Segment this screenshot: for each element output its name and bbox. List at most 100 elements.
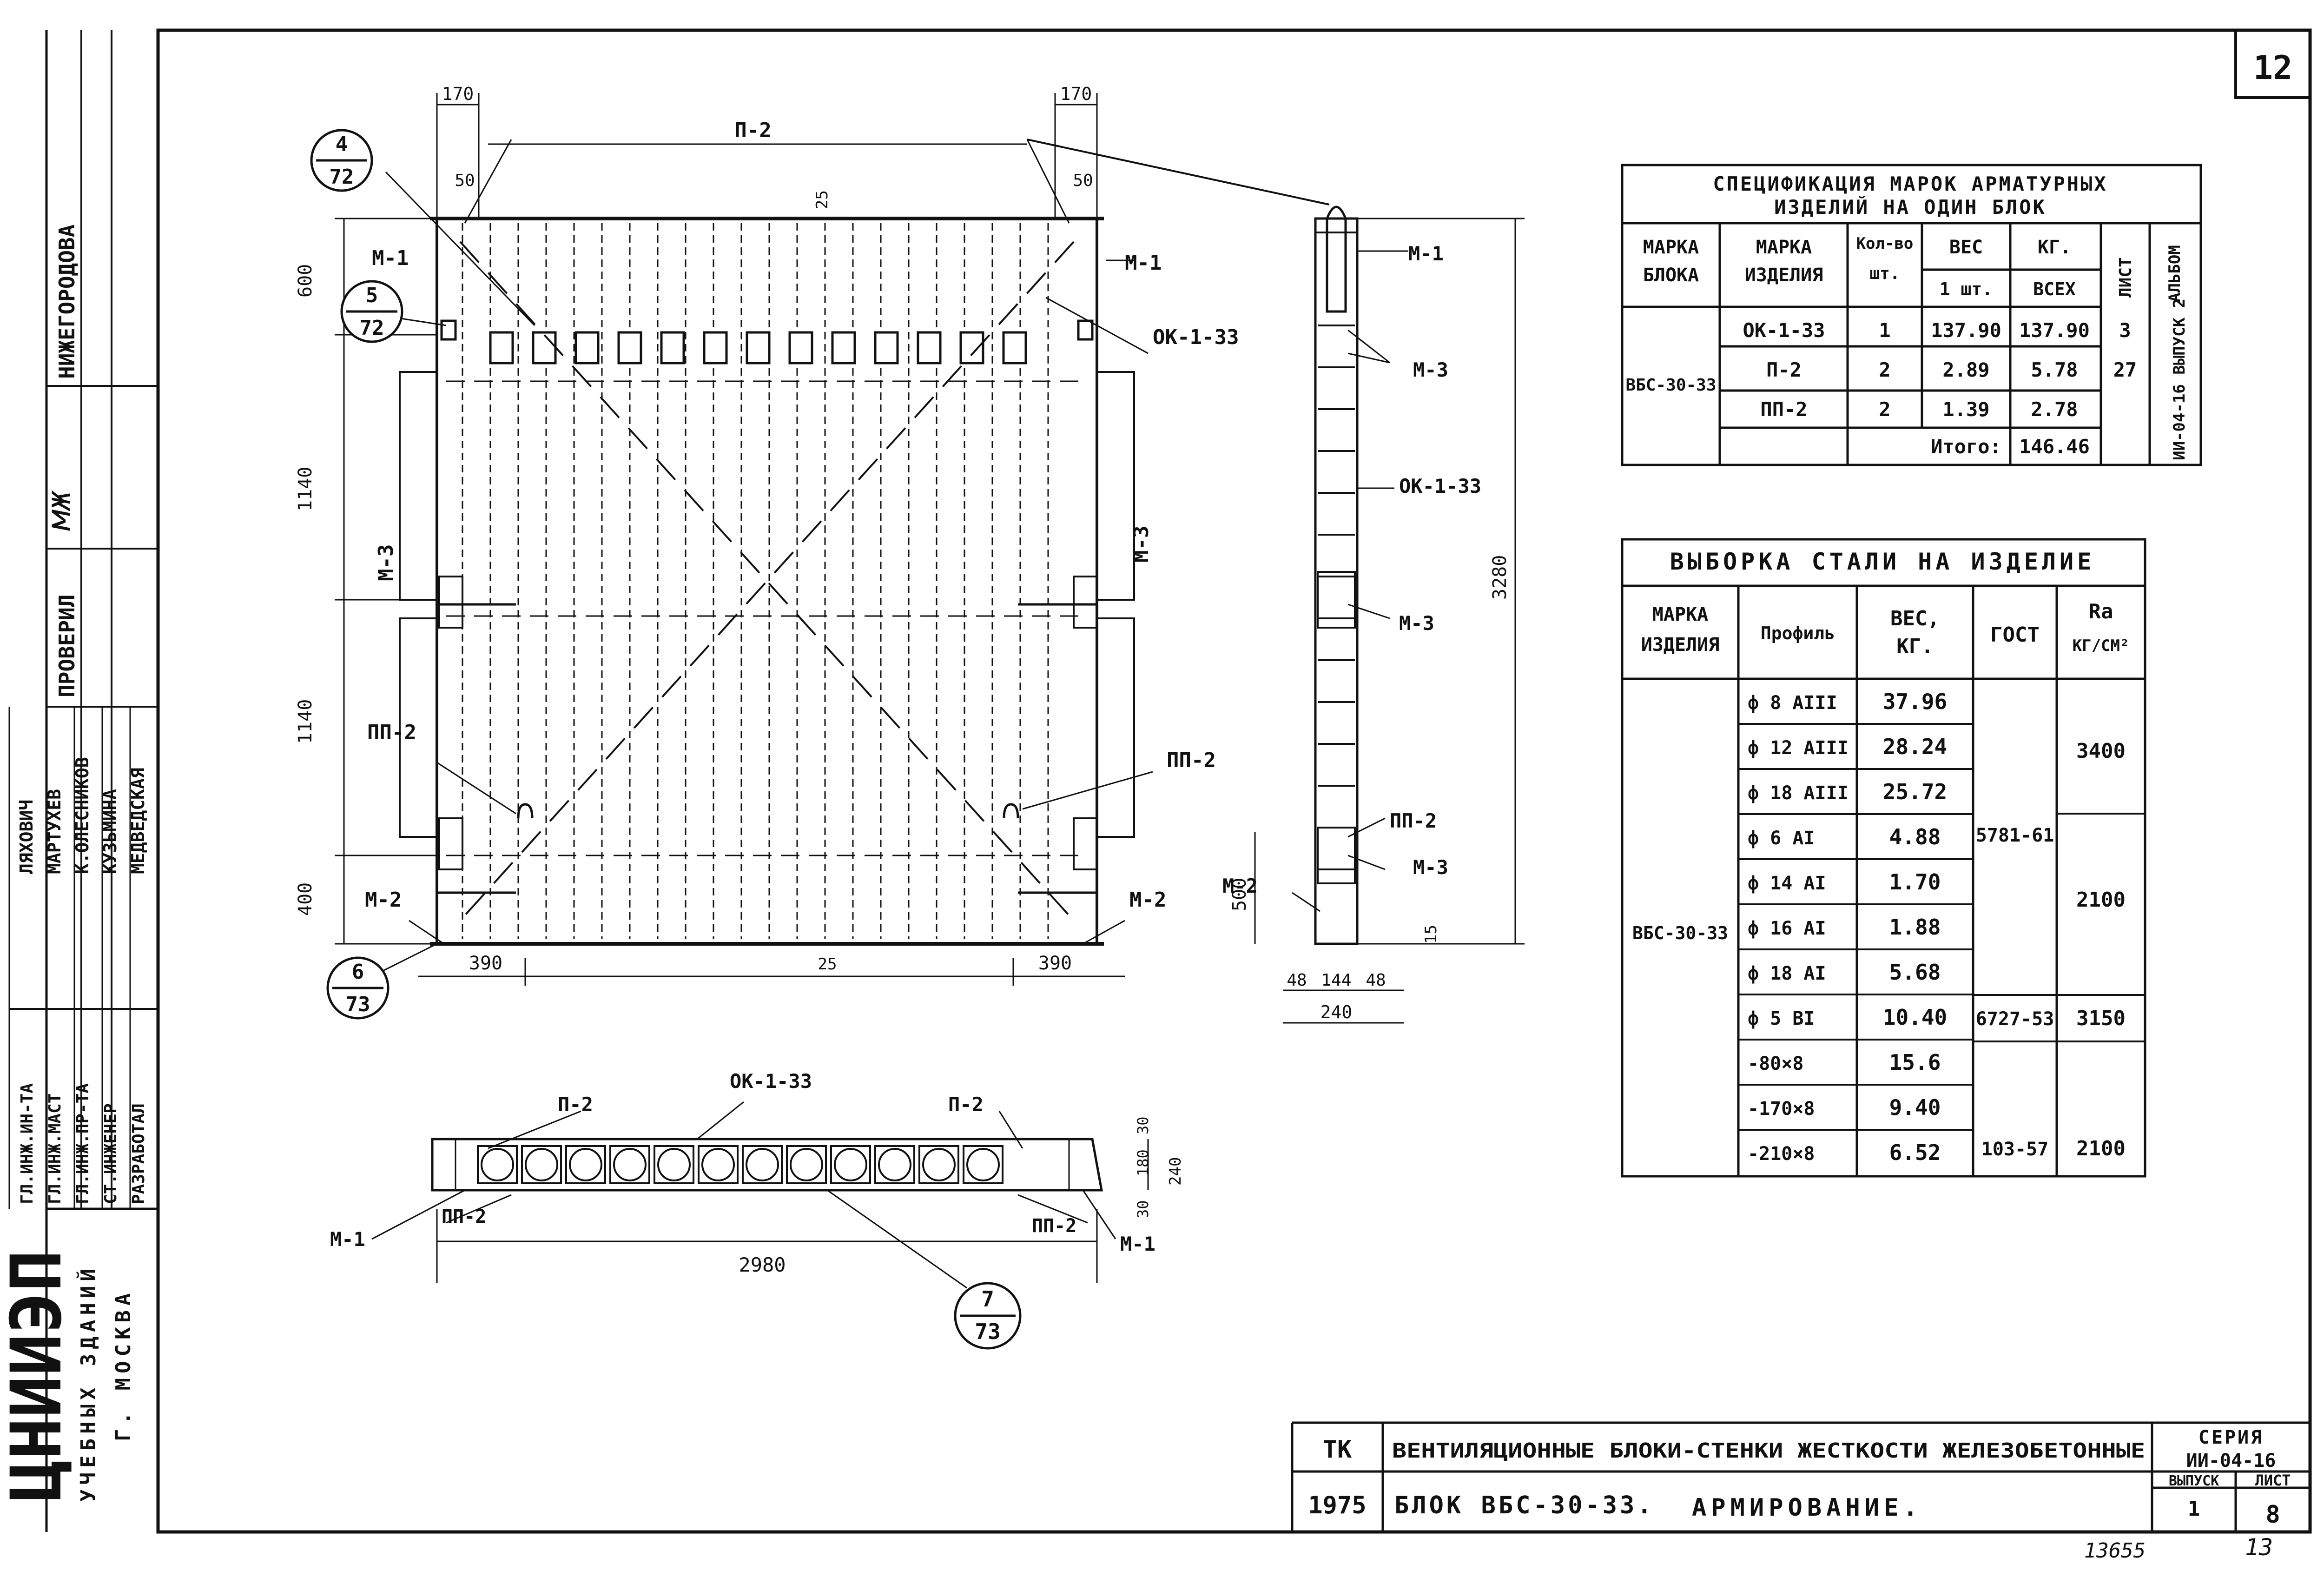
opening — [660, 331, 685, 365]
steel-gost-1: 5781-61 — [1976, 825, 2054, 846]
side-labels: М-1 М-3 ОК-1-33 М-3 ПП-2 М-3 М-2 3280 15… — [1222, 242, 1511, 1022]
callouts — [310, 129, 1022, 1350]
title-tk: ТК — [1323, 1436, 1352, 1464]
plan-duct-circle — [613, 1148, 647, 1181]
spec-cell-one: 1.39 — [1942, 398, 1989, 421]
dim-1140-b: 1140 — [295, 699, 316, 744]
dim-25-top: 25 — [813, 190, 832, 209]
plan-duct-box — [477, 1145, 518, 1184]
label-m3-right: М-3 — [1129, 526, 1153, 563]
plan-duct-box — [963, 1145, 1004, 1184]
issue-value: 1 — [2188, 1497, 2200, 1521]
steel-profile: ф 6 АI — [1748, 828, 1815, 849]
svg-text:ВЕС,: ВЕС, — [1890, 607, 1940, 630]
steel-weight: 28.24 — [1883, 734, 1947, 759]
side-dim-48-left: 48 — [1287, 971, 1307, 990]
plan-duct-circle — [525, 1148, 558, 1181]
steel-gost-3: 103-57 — [1981, 1139, 2049, 1160]
checker-name: НИЖЕГОРОДОВА — [54, 225, 79, 379]
plan-dim-180: 180 — [1134, 1149, 1152, 1176]
steel-gost-2: 6727-53 — [1976, 1008, 2054, 1030]
spec-cell-qty: 1 — [1879, 319, 1890, 342]
plan-label-pp2-right: ПП-2 — [1032, 1215, 1076, 1237]
plan-label-m1-left: М-1 — [330, 1228, 365, 1251]
plan-duct-box — [609, 1145, 650, 1184]
steel-profile: -80×8 — [1748, 1053, 1803, 1074]
signature-name: КУЗЬМИНА — [100, 789, 120, 874]
embed-m1-right — [1077, 319, 1094, 341]
page-number: 12 — [2253, 49, 2292, 87]
opening — [489, 331, 514, 365]
checker-signature: мж — [40, 490, 78, 531]
sheet-value: 8 — [2265, 1501, 2280, 1529]
plan-duct-box — [786, 1145, 827, 1184]
plan-dim-30-bottom: 30 — [1134, 1200, 1152, 1218]
svg-text:БЛОКА: БЛОКА — [1643, 265, 1699, 286]
plan-label-ok: ОК-1-33 — [730, 1070, 812, 1093]
plan-duct-circle — [966, 1148, 1000, 1181]
plan-duct-circle — [657, 1148, 691, 1181]
steel-profile: -170×8 — [1748, 1098, 1815, 1120]
opening — [1002, 331, 1027, 365]
opening — [746, 331, 771, 365]
svg-text:МАРКА: МАРКА — [1643, 237, 1699, 258]
callout-b-bottom: 72 — [360, 316, 384, 340]
plan-duct-box — [874, 1145, 915, 1184]
spec-cell-one: 137.90 — [1931, 319, 2001, 342]
spec-title-2: ИЗДЕЛИЙ НА ОДИН БЛОК — [1774, 195, 2047, 219]
steel-weight: 6.52 — [1889, 1140, 1941, 1165]
spec-total-label: Итого: — [1931, 435, 2001, 458]
dim-390-right: 390 — [1038, 953, 1072, 974]
dim-170-left: 170 — [442, 84, 474, 104]
plan-duct-box — [742, 1145, 783, 1184]
org-line1: УЧЕБНЫХ ЗДАНИЙ — [76, 1264, 100, 1502]
label-ok: ОК-1-33 — [1153, 325, 1239, 349]
svg-text:КГ.: КГ. — [1896, 635, 1933, 658]
opening — [532, 331, 557, 365]
svg-text:Профиль: Профиль — [1761, 623, 1835, 643]
svg-text:КГ.: КГ. — [2038, 237, 2071, 258]
spec-cell-all: 2.78 — [2031, 398, 2078, 421]
steel-profile: ф 5 ВI — [1748, 1008, 1815, 1029]
opening — [574, 331, 600, 365]
steel-ra-2: 2100 — [2076, 888, 2126, 912]
dim-25-bottom: 25 — [818, 955, 837, 974]
callout-d-top: 7 — [981, 1286, 994, 1312]
dim-600: 600 — [295, 264, 316, 298]
spec-album: ИИ-04-16 ВЫПУСК 2 — [2170, 298, 2189, 460]
plan-duct-circle — [834, 1148, 867, 1181]
side-label-m2: М-2 — [1222, 875, 1258, 897]
steel-ra-3: 3150 — [2076, 1007, 2126, 1030]
dim-390-left: 390 — [469, 953, 502, 974]
spec-cell-qty: 2 — [1879, 398, 1890, 421]
page-number-box — [2234, 29, 2311, 99]
plan-duct-circle — [701, 1148, 735, 1181]
plan-dim-2980: 2980 — [739, 1253, 786, 1276]
steel-weight: 5.68 — [1889, 960, 1941, 985]
plan-label-p2-left: П-2 — [558, 1093, 593, 1116]
opening — [959, 331, 984, 365]
svg-text:1 шт.: 1 шт. — [1940, 279, 1993, 299]
label-m3-left: М-3 — [374, 544, 398, 581]
title-year: 1975 — [1308, 1491, 1366, 1519]
spec-cell-all: 137.90 — [2019, 319, 2090, 342]
plan-duct-circle — [746, 1148, 779, 1181]
plan-duct-circle — [569, 1148, 602, 1181]
label-m1-right: М-1 — [1125, 251, 1162, 275]
signature-role: СТ.ИНЖЕНЕР — [101, 1103, 120, 1204]
spec-total: 146.46 — [2019, 435, 2090, 458]
signature-role: ГЛ.ИНЖ.МАСТ — [46, 1094, 65, 1204]
steel-block: ВБС-30-33 — [1632, 923, 1728, 943]
side-dim-48-right: 48 — [1366, 971, 1386, 990]
steel-profile: ф 8 АIII — [1748, 692, 1837, 714]
spec-table: СПЕЦИФИКАЦИЯ МАРОК АРМАТУРНЫХ ИЗДЕЛИЙ НА… — [1621, 164, 2202, 466]
checker-role: ПРОВЕРИЛ — [54, 594, 79, 697]
plan-duct-circle — [790, 1148, 823, 1181]
side-label-m1: М-1 — [1408, 242, 1444, 265]
svg-text:ВСЕХ: ВСЕХ — [2033, 279, 2076, 299]
dim-500: 500 — [1229, 878, 1250, 911]
opening — [917, 331, 942, 365]
svg-text:КГ/СМ²: КГ/СМ² — [2073, 636, 2130, 655]
steel-profile: ф 18 АIII — [1748, 782, 1849, 804]
